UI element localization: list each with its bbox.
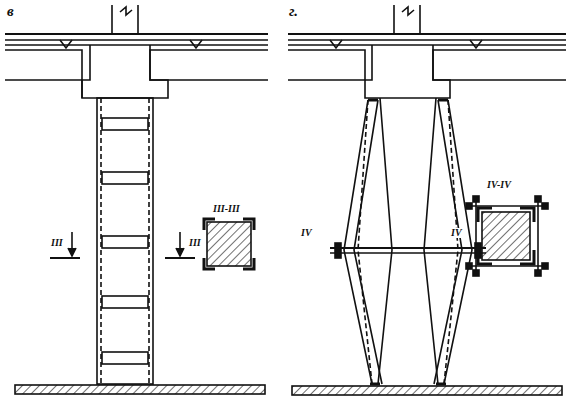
right-slab [288, 5, 566, 98]
left-slab [5, 5, 268, 98]
left-column [15, 98, 265, 394]
section-marks-III [50, 232, 195, 258]
section-III-III [204, 219, 254, 269]
section-title: III-III [212, 204, 241, 214]
section-IV-IV [466, 196, 548, 276]
right-column [292, 98, 562, 395]
section-mark: III [188, 238, 202, 248]
view-letter: г. [288, 4, 299, 19]
section-mark: IV [450, 228, 463, 238]
section-mark: IV [300, 228, 313, 238]
view-letter: в [6, 4, 15, 19]
section-title: IV-IV [486, 180, 512, 190]
section-mark: III [50, 238, 64, 248]
